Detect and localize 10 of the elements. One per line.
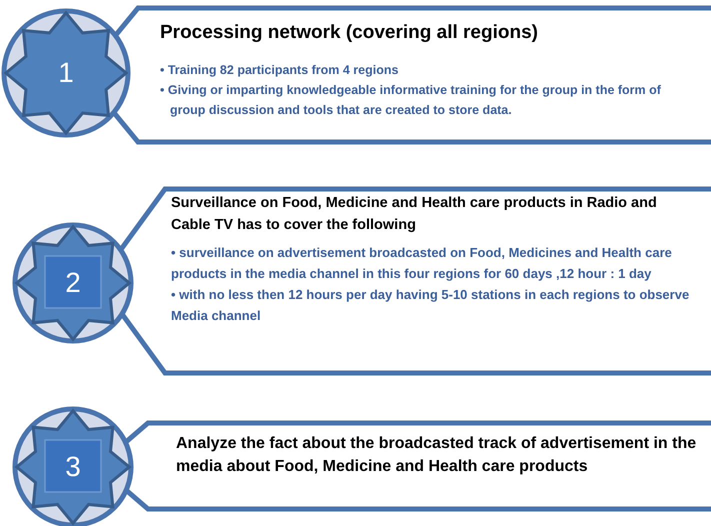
- panel-heading: Analyze the fact about the broadcasted track of advertisement in the media about Food, Medicine and Health care products: [176, 434, 698, 477]
- step-number: 1: [58, 59, 74, 87]
- bullet-text: • Training 82 participants from 4 regions: [160, 62, 400, 79]
- panel-heading: Processing network (covering all regions): [160, 21, 539, 45]
- bullet-text: • surveillance on advertisement broadcasted on Food, Medicines and Health care products in the media channel in this four regions for 60 days ,12 hour : 1 day: [171, 244, 673, 283]
- panel-heading: Surveillance on Food, Medicine and Health care products in Radio and Cable TV has to cover the following: [171, 194, 658, 235]
- bullet-text: • with no less then 12 hours per day having 5-10 stations in each regions to observe Media channel: [171, 286, 690, 325]
- step-number: 2: [65, 269, 81, 297]
- step-number: 3: [65, 453, 81, 481]
- bullet-text: • Giving or imparting knowledgeable informative training for the group in the form of group discussion and tools that are created to store data.: [160, 82, 662, 119]
